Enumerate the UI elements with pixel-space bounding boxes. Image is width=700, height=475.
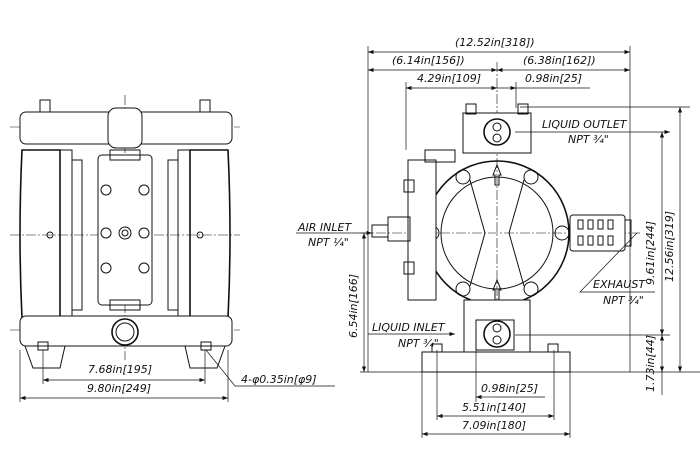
dim-left-depth: (6.14in[156]) [392,54,465,67]
liquid-outlet-label: LIQUID OUTLET [542,118,627,131]
dim-outlet-offset: 0.98in[25] [525,72,583,85]
dim-inlet-offset: 0.98in[25] [481,382,539,395]
dim-base-width: 7.09in[180] [462,419,527,432]
side-view [296,46,700,438]
dim-air-height: 6.54in[166] [347,273,360,338]
dim-base-bolts: 5.51in[140] [462,401,527,414]
air-inlet-label: AIR INLET [298,221,352,234]
front-view [10,95,335,402]
exhaust-label: EXHAUST [593,278,646,291]
dim-air-offset: 4.29in[109] [417,72,482,85]
dim-inlet-height: 1.73in[44] [644,334,657,392]
dim-bolt-spacing: 7.68in[195] [88,363,153,376]
dim-overall-width: 9.80in[249] [87,382,152,395]
exhaust-npt: NPT ¾" [603,294,644,307]
dim-right-depth: (6.38in[162]) [523,54,596,67]
air-inlet-npt: NPT ¼" [308,236,349,249]
dim-outlet-height: 9.61in[244] [644,220,657,285]
dim-overall-height: 12.56in[319] [663,210,676,282]
liquid-inlet-label: LIQUID INLET [372,321,445,334]
dim-overall-depth: (12.52in[318]) [455,36,535,49]
liquid-outlet-npt: NPT ¾" [568,133,609,146]
dim-mounting-holes: 4-φ0.35in[φ9] [241,373,317,386]
liquid-inlet-npt: NPT ¾" [398,337,439,350]
